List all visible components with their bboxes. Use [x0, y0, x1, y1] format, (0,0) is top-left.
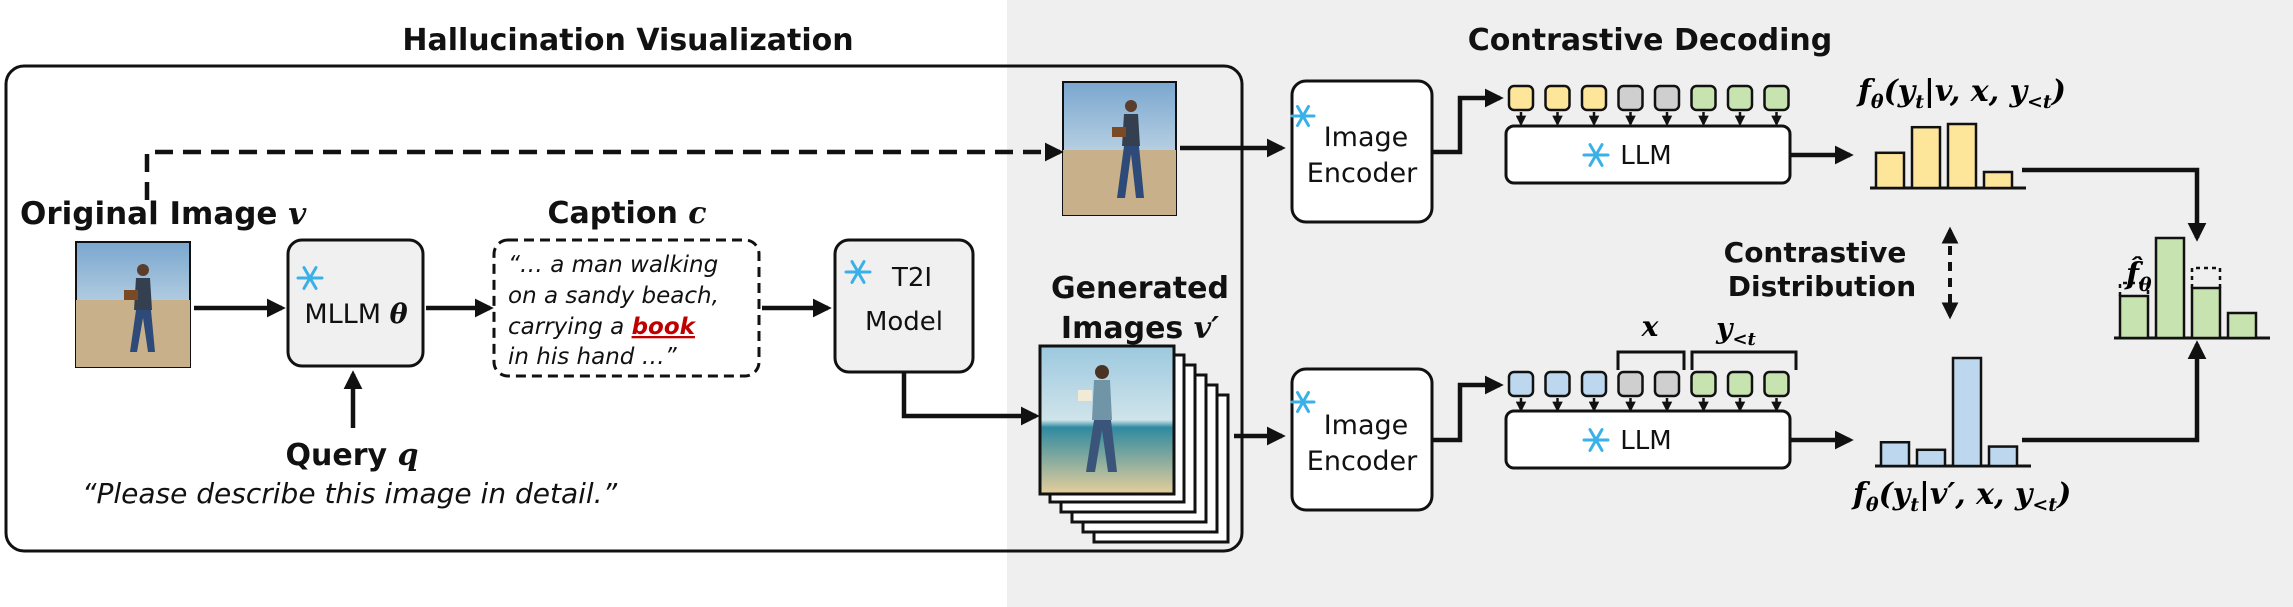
- snowflake-icon: [1290, 391, 1316, 413]
- x-label: x: [1641, 310, 1659, 343]
- dashed-arrow: [144, 142, 1064, 200]
- llm-label-top: LLM: [1620, 141, 1671, 171]
- token-7: [1726, 84, 1754, 112]
- mllm-label: MLLM θ: [304, 299, 407, 330]
- generated-images-label-1: Generated: [1051, 271, 1229, 306]
- bar-3: [1946, 122, 1978, 190]
- bar-2: [2154, 236, 2186, 340]
- token-8: [1763, 84, 1790, 112]
- arrow-bottom-to-final: [2022, 340, 2207, 443]
- token-7: [1726, 370, 1754, 398]
- token-4: [1617, 370, 1644, 398]
- token-5: [1653, 370, 1681, 398]
- distribution-chart-final: [2114, 236, 2270, 340]
- snowflake-icon: [1290, 105, 1316, 127]
- bar-3: [2190, 286, 2222, 340]
- token-5: [1653, 84, 1681, 112]
- bar-2: [1910, 125, 1942, 190]
- contrastive-distribution-line-1: Contrastive: [1724, 236, 1907, 269]
- token-row-top: [1507, 84, 1790, 127]
- query-text: “Please describe this image in detail.”: [82, 477, 618, 510]
- image-encoder-bottom-line-2: Encoder: [1307, 446, 1418, 477]
- t2i-line-2: Model: [865, 307, 943, 337]
- token-row-bottom: [1507, 370, 1790, 413]
- previous-bar-outline: [2118, 281, 2150, 296]
- caption-line-3: carrying a book: [508, 314, 697, 340]
- t2i-line-1: T2I: [891, 263, 932, 293]
- query-label: Query q: [286, 438, 419, 473]
- distribution-chart-top: [1870, 122, 2026, 190]
- token-6: [1690, 370, 1717, 398]
- token-4: [1617, 84, 1644, 112]
- previous-bar-outline: [2190, 266, 2222, 288]
- bar-1: [1879, 440, 1911, 468]
- brace-y: [1690, 350, 1798, 370]
- token-8: [1763, 370, 1790, 398]
- dist-bottom-label: fθ(yt|v′, x, y<t): [1851, 477, 2071, 516]
- mllm-box: [286, 238, 425, 368]
- token-3: [1580, 370, 1608, 398]
- llm-label-bottom: LLM: [1620, 426, 1671, 456]
- bar-2: [1915, 448, 1947, 468]
- bar-1: [1874, 151, 1906, 190]
- caption-line-1: “… a man walking: [508, 252, 718, 278]
- arrow-top-to-final: [2022, 167, 2207, 242]
- snowflake-icon: [844, 260, 872, 284]
- bar-4: [1982, 170, 2014, 190]
- caption-highlight: book: [632, 314, 697, 340]
- caption-line-4: in his hand …”: [508, 344, 678, 370]
- brace-x: [1616, 350, 1686, 370]
- hallucination-title: Hallucination Visualization: [402, 23, 853, 58]
- arrow-encoder-bottom-to-tokens: [1432, 375, 1504, 443]
- token-2: [1544, 370, 1571, 398]
- caption-box: [492, 238, 761, 378]
- bar-3: [1951, 356, 1983, 468]
- distribution-chart-bottom: [1875, 356, 2031, 468]
- image-encoder-bottom-line-1: Image: [1324, 410, 1409, 441]
- arrow-encoder-top-to-tokens: [1432, 88, 1504, 155]
- generated-images-stack: [1038, 344, 1230, 544]
- token-3: [1580, 84, 1608, 112]
- token-2: [1544, 84, 1571, 112]
- snowflake-icon: [1582, 143, 1610, 167]
- caption-label: Caption c: [547, 196, 706, 231]
- arrow-t2i-to-generated: [901, 372, 1040, 426]
- contrastive-decoding-title: Contrastive Decoding: [1468, 23, 1832, 58]
- bar-1: [2118, 294, 2150, 340]
- bar-4: [1987, 445, 2019, 468]
- snowflake-icon: [1582, 428, 1610, 452]
- image-encoder-top-line-2: Encoder: [1307, 158, 1418, 189]
- caption-line-2: on a sandy beach,: [508, 283, 719, 309]
- original-image-label: Original Image v: [20, 196, 307, 232]
- contrastive-distribution-line-2: Distribution: [1728, 270, 1916, 303]
- image-encoder-top-line-1: Image: [1324, 122, 1409, 153]
- token-6: [1690, 84, 1717, 112]
- hallucination-panel: [4, 64, 1244, 553]
- y-label: y<t: [1715, 312, 1756, 350]
- snowflake-icon: [296, 266, 324, 290]
- t2i-model-box: [833, 238, 975, 374]
- generated-images-label-2: Images v′: [1061, 311, 1219, 346]
- original-image: [75, 241, 191, 368]
- token-1: [1507, 370, 1535, 398]
- token-1: [1507, 84, 1535, 112]
- original-image-thumbnail: [1062, 81, 1177, 216]
- bar-4: [2226, 311, 2258, 340]
